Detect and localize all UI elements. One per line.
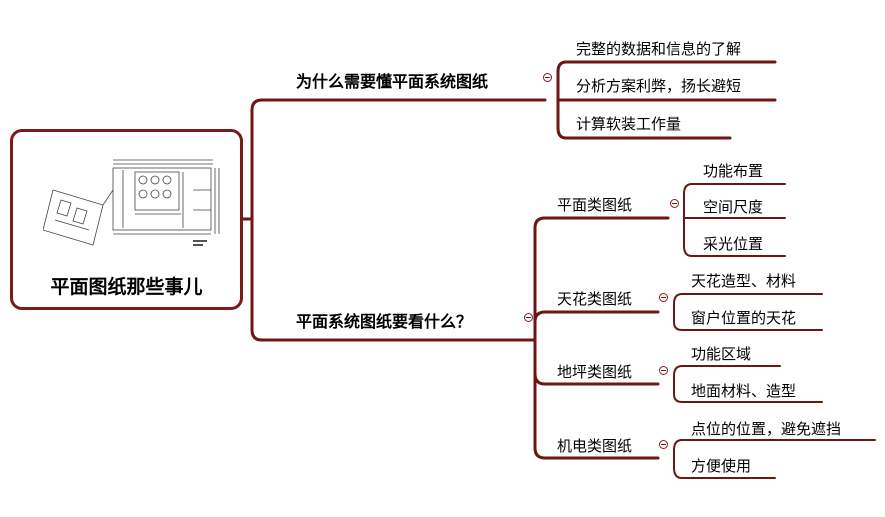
leaf-item[interactable]: 点位的位置，避免遮挡	[691, 420, 842, 438]
collapse-toggle-icon[interactable]	[524, 313, 533, 322]
sub-branch-plan[interactable]: 平面类图纸	[557, 196, 633, 214]
leaf-item[interactable]: 功能区域	[691, 345, 752, 363]
sub-branch-ceiling[interactable]: 天花类图纸	[557, 290, 633, 308]
leaf-item[interactable]: 完整的数据和信息的了解	[576, 40, 742, 58]
leaf-item[interactable]: 方便使用	[691, 457, 752, 475]
leaf-item[interactable]: 功能布置	[703, 162, 764, 180]
floor-plan-image	[43, 159, 220, 246]
sub-branch-floor[interactable]: 地坪类图纸	[557, 363, 633, 381]
collapse-toggle-icon[interactable]	[659, 366, 668, 375]
collapse-toggle-icon[interactable]	[659, 440, 668, 449]
leaf-item[interactable]: 天花造型、材料	[691, 272, 797, 290]
root-node[interactable]: 平面图纸那些事儿	[10, 129, 243, 310]
branch-what-label[interactable]: 平面系统图纸要看什么？	[296, 312, 473, 331]
collapse-toggle-icon[interactable]	[670, 199, 679, 208]
leaf-item[interactable]: 计算软装工作量	[576, 115, 682, 133]
leaf-item[interactable]: 地面材料、造型	[691, 382, 797, 400]
collapse-toggle-icon[interactable]	[543, 73, 552, 82]
leaf-item[interactable]: 分析方案利弊，扬长避短	[576, 77, 742, 95]
collapse-toggle-icon[interactable]	[659, 293, 668, 302]
leaf-item[interactable]: 采光位置	[703, 235, 764, 253]
branch-why-label[interactable]: 为什么需要懂平面系统图纸	[296, 72, 489, 91]
leaf-item[interactable]: 窗户位置的天花	[691, 309, 797, 327]
leaf-item[interactable]: 空间尺度	[703, 198, 764, 216]
sub-branch-mep[interactable]: 机电类图纸	[557, 437, 633, 455]
root-title: 平面图纸那些事儿	[50, 276, 203, 298]
